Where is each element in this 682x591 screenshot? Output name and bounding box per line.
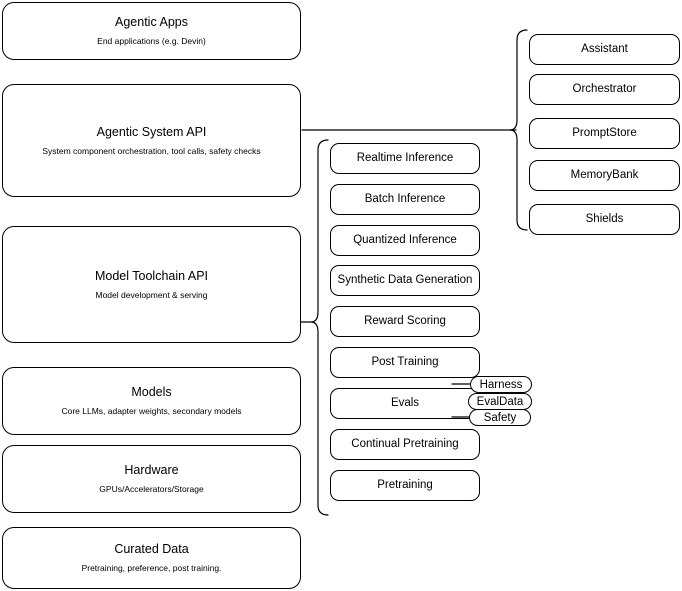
layer-subtitle: System component orchestration, tool cal… — [42, 145, 261, 156]
component-promptstore[interactable]: PromptStore — [529, 118, 680, 149]
layer-agentic-system-api[interactable]: Agentic System API System component orch… — [2, 84, 301, 197]
brace-system-components — [509, 29, 528, 231]
capability-label: Realtime Inference — [356, 152, 454, 165]
component-orchestrator[interactable]: Orchestrator — [529, 74, 680, 105]
layer-subtitle: Core LLMs, adapter weights, secondary mo… — [61, 406, 242, 416]
layer-subtitle: End applications (e.g. Devin) — [97, 36, 206, 46]
capability-label: Synthetic Data Generation — [337, 274, 473, 287]
capability-synthetic-data-generation[interactable]: Synthetic Data Generation — [330, 265, 480, 296]
component-assistant[interactable]: Assistant — [529, 34, 680, 65]
capability-continual-pretraining[interactable]: Continual Pretraining — [330, 429, 480, 460]
component-memorybank[interactable]: MemoryBank — [529, 160, 680, 191]
component-label: Orchestrator — [572, 83, 637, 96]
eval-tag-safety[interactable]: Safety — [469, 409, 531, 426]
capability-evals[interactable]: Evals — [330, 388, 480, 419]
capability-quantized-inference[interactable]: Quantized Inference — [330, 225, 480, 256]
capability-label: Post Training — [371, 356, 439, 369]
component-label: PromptStore — [572, 127, 637, 140]
layer-model-toolchain-api[interactable]: Model Toolchain API Model development & … — [2, 226, 301, 343]
layer-title: Model Toolchain API — [94, 268, 209, 283]
component-label: Assistant — [581, 43, 628, 56]
eval-tag-harness[interactable]: Harness — [470, 376, 532, 393]
layer-title: Models — [131, 385, 172, 400]
layer-hardware[interactable]: Hardware GPUs/Accelerators/Storage — [2, 445, 301, 513]
capability-label: Continual Pretraining — [351, 438, 459, 451]
brace-toolchain-capabilities — [310, 139, 329, 516]
layer-title: Agentic System API — [96, 124, 207, 139]
layer-curated-data[interactable]: Curated Data Pretraining, preference, po… — [2, 527, 301, 589]
capability-pretraining[interactable]: Pretraining — [330, 470, 480, 501]
capability-realtime-inference[interactable]: Realtime Inference — [330, 143, 480, 174]
component-shields[interactable]: Shields — [529, 204, 680, 235]
eval-tag-evaldata[interactable]: EvalData — [468, 393, 532, 410]
capability-label: Pretraining — [377, 479, 433, 492]
layer-subtitle: Pretraining, preference, post training. — [81, 563, 222, 573]
component-label: MemoryBank — [570, 169, 639, 182]
layer-agentic-apps[interactable]: Agentic Apps End applications (e.g. Devi… — [2, 2, 301, 60]
layer-subtitle: Model development & serving — [95, 289, 208, 300]
capability-label: Quantized Inference — [353, 234, 457, 247]
capability-post-training[interactable]: Post Training — [330, 347, 480, 378]
layer-title: Curated Data — [114, 542, 189, 557]
capability-label: Reward Scoring — [364, 315, 446, 328]
layer-subtitle: GPUs/Accelerators/Storage — [99, 484, 204, 494]
component-label: Shields — [585, 213, 624, 226]
capability-reward-scoring[interactable]: Reward Scoring — [330, 306, 480, 337]
capability-label: Evals — [390, 397, 420, 410]
capability-batch-inference[interactable]: Batch Inference — [330, 184, 480, 215]
layer-models[interactable]: Models Core LLMs, adapter weights, secon… — [2, 367, 301, 435]
layer-title: Hardware — [124, 463, 179, 478]
layer-title: Agentic Apps — [115, 15, 188, 30]
capability-label: Batch Inference — [364, 193, 446, 206]
